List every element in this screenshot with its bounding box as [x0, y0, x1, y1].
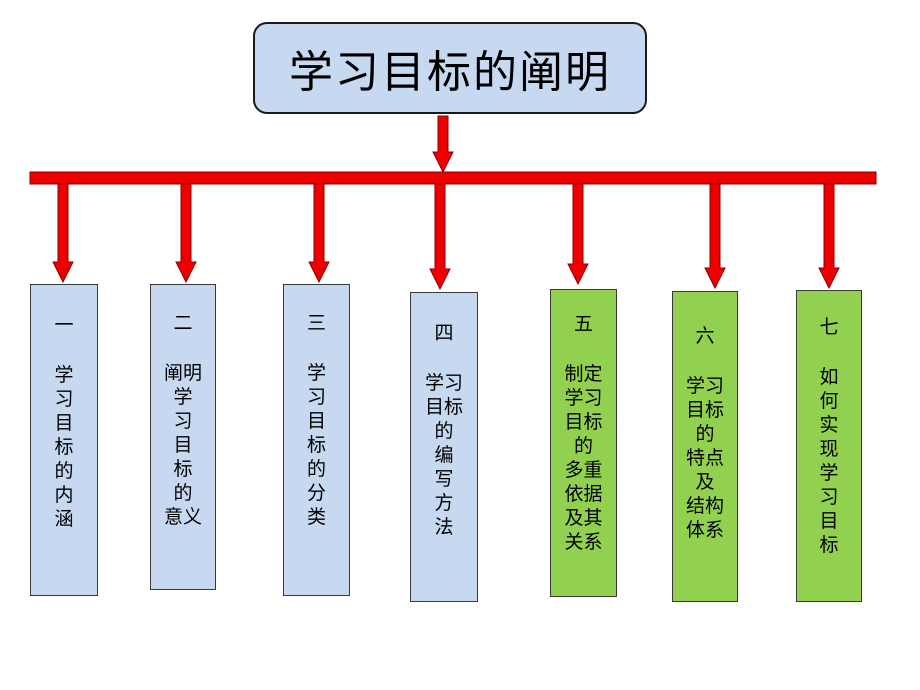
card-text-line: 分 [306, 482, 326, 504]
branch-arrow-3 [308, 183, 330, 284]
title-box: 学习目标的阐明 [253, 22, 647, 114]
card-5: 五制定学习目标的多重依据及其关系 [550, 289, 617, 597]
card-text-line: 标 [819, 534, 839, 556]
card-text-line: 写 [434, 468, 454, 490]
branch-arrow-7 [818, 183, 840, 290]
card-6: 六学习目标的特点及结构体系 [672, 291, 738, 602]
card-text-line: 的 [306, 458, 326, 480]
card-text-line: 的 [695, 423, 715, 445]
title-down-arrow [432, 115, 454, 174]
card-text-line: 实 [819, 414, 839, 436]
card-number: 五 [573, 313, 593, 335]
card-text-line: 的 [173, 482, 193, 504]
branch-arrow-5 [567, 183, 589, 286]
card-text-line: 目 [173, 434, 193, 456]
card-text-line: 学 [173, 386, 193, 408]
card-text-line: 标 [306, 434, 326, 456]
card-text-line: 制定 [564, 363, 603, 385]
card-text-line: 学习 [424, 372, 463, 394]
card-text-line: 目标 [685, 399, 724, 421]
card-text-line: 特点 [685, 447, 724, 469]
card-text-line: 法 [434, 516, 454, 538]
card-text-line: 何 [819, 390, 839, 412]
card-text-line: 及其 [564, 507, 603, 529]
card-text-line: 意义 [163, 506, 202, 528]
card-number: 一 [54, 314, 74, 336]
card-text-line: 现 [819, 438, 839, 460]
diagram-title: 学习目标的阐明 [289, 47, 611, 98]
card-text-line: 目 [306, 410, 326, 432]
card-text-line: 目标 [424, 396, 463, 418]
card-text-line: 标 [54, 436, 74, 458]
branch-arrow-4 [429, 183, 451, 291]
card-number: 二 [173, 312, 193, 334]
card-text-line: 习 [54, 388, 74, 410]
card-1: 一学习目标的内涵 [30, 284, 98, 596]
card-number: 四 [434, 322, 454, 344]
branch-arrow-1 [52, 183, 74, 284]
card-text-line: 习 [819, 486, 839, 508]
card-text-line: 类 [306, 506, 326, 528]
card-text-line: 学 [54, 364, 74, 386]
card-text-line: 关系 [564, 531, 603, 553]
card-text-line: 结构 [685, 495, 724, 517]
card-text-line: 学 [306, 362, 326, 384]
card-text-line: 目 [54, 412, 74, 434]
card-text-line: 涵 [54, 508, 74, 530]
card-text-line: 学 [819, 462, 839, 484]
card-text-line: 习 [173, 410, 193, 432]
card-text-line: 习 [306, 386, 326, 408]
card-7: 七如何实现学习目标 [796, 290, 862, 602]
card-text-line: 及 [695, 471, 715, 493]
card-text-line: 学习 [564, 387, 603, 409]
card-text-line: 标 [173, 458, 193, 480]
card-2: 二阐明学习目标的意义 [150, 284, 216, 590]
card-text-line: 如 [819, 366, 839, 388]
card-text-line: 依据 [564, 483, 603, 505]
card-4: 四学习目标的编写方法 [410, 292, 478, 602]
card-text-line: 学习 [685, 375, 724, 397]
card-3: 三学习目标的分类 [283, 284, 350, 596]
card-text-line: 方 [434, 492, 454, 514]
card-text-line: 多重 [564, 459, 603, 481]
card-text-line: 的 [573, 435, 593, 457]
card-text-line: 的 [434, 420, 454, 442]
card-text-line: 目标 [564, 411, 603, 433]
card-number: 三 [306, 312, 326, 334]
card-text-line: 阐明 [163, 362, 202, 384]
horizontal-bus-bar [29, 171, 877, 185]
card-text-line: 体系 [685, 519, 724, 541]
card-text-line: 目 [819, 510, 839, 532]
card-text-line: 的 [54, 460, 74, 482]
card-number: 六 [695, 325, 715, 347]
card-number: 七 [819, 316, 839, 338]
branch-arrow-6 [704, 183, 726, 290]
card-text-line: 内 [54, 484, 74, 506]
branch-arrow-2 [175, 183, 197, 284]
card-text-line: 编 [434, 444, 454, 466]
